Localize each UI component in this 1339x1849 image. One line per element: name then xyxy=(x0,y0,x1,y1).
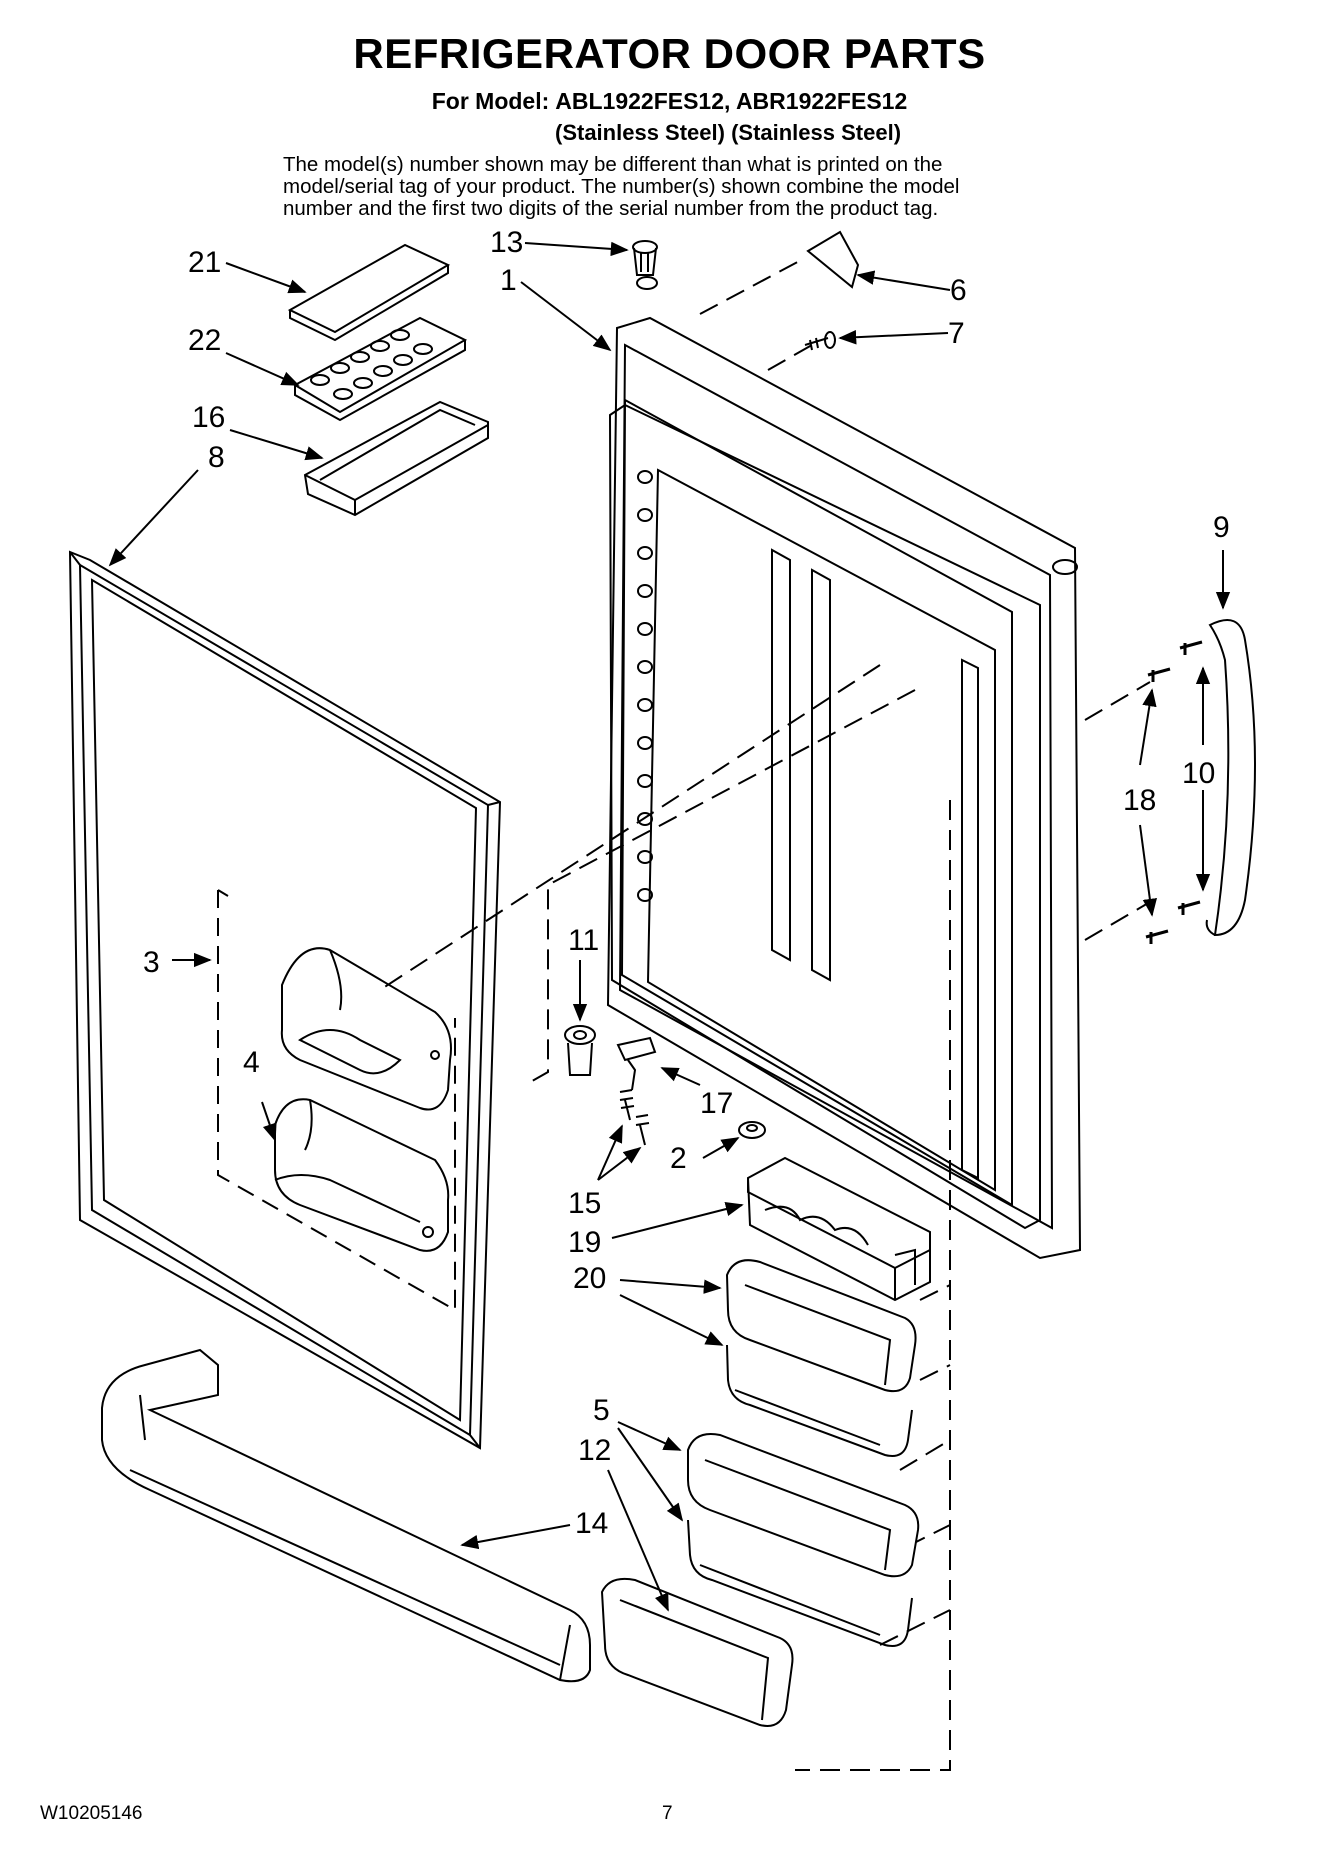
dispenser-group-outline xyxy=(217,890,456,1312)
leader-arrows xyxy=(108,241,1231,1612)
description-line-1: The model(s) number shown may be differe… xyxy=(283,153,943,176)
inner-door-frame xyxy=(606,276,1082,1260)
callout-17: 17 xyxy=(700,1087,733,1120)
callout-9: 9 xyxy=(1213,511,1230,544)
callout-19: 19 xyxy=(568,1226,601,1259)
callout-11: 11 xyxy=(568,924,599,957)
document-number: W10205146 xyxy=(40,1803,143,1824)
door-bin-5-lower xyxy=(687,1519,913,1647)
storage-bin xyxy=(303,400,489,517)
page-title: REFRIGERATOR DOOR PARTS xyxy=(353,30,986,77)
description-line-2: model/serial tag of your product. The nu… xyxy=(283,175,960,198)
callout-4: 4 xyxy=(243,1046,260,1079)
alignment-lines xyxy=(379,257,1151,1771)
egg-tray xyxy=(292,316,468,422)
model-line: For Model:ABL1922FES12, ABR1922FES12 xyxy=(0,88,1339,115)
callout-12: 12 xyxy=(578,1434,611,1467)
washer xyxy=(738,1121,766,1139)
bushing xyxy=(564,1025,596,1076)
egg-tray-cover xyxy=(287,243,451,342)
handle-screws xyxy=(1145,640,1203,944)
bottle-rack xyxy=(746,1156,931,1302)
stop-bracket xyxy=(616,1036,657,1091)
dispenser-tray xyxy=(274,1098,450,1252)
callout-18: 18 xyxy=(1123,784,1156,817)
callout-10: 10 xyxy=(1182,757,1215,790)
small-door-bin xyxy=(600,1577,794,1727)
bracket-screws xyxy=(619,1089,650,1146)
callout-3: 3 xyxy=(143,946,160,979)
door-bin-5-upper xyxy=(687,1433,920,1578)
shelf-clips xyxy=(637,470,653,902)
callout-16: 16 xyxy=(192,401,225,434)
callout-7: 7 xyxy=(948,317,965,350)
callout-21: 21 xyxy=(188,246,221,279)
model-variants: (Stainless Steel) (Stainless Steel) xyxy=(555,120,902,145)
models-label: For Model: xyxy=(431,88,550,114)
label-screw xyxy=(804,331,836,351)
callout-20: 20 xyxy=(573,1262,606,1295)
callout-14: 14 xyxy=(575,1507,608,1540)
callout-13: 13 xyxy=(490,226,523,259)
callout-numbers: 13 1 6 7 21 22 16 8 9 10 18 3 4 11 17 2 … xyxy=(143,226,1230,1540)
description-line-3: number and the first two digits of the s… xyxy=(283,197,939,220)
hinge-cap xyxy=(632,240,658,276)
callout-8: 8 xyxy=(208,441,225,474)
callout-1: 1 xyxy=(500,264,517,297)
dispenser-housing xyxy=(280,947,452,1111)
door-bin-20-lower xyxy=(726,1344,913,1457)
callout-2: 2 xyxy=(670,1142,687,1175)
callout-6: 6 xyxy=(950,274,967,307)
callout-5: 5 xyxy=(593,1394,610,1427)
callout-15: 15 xyxy=(568,1187,601,1220)
large-door-bin xyxy=(101,1348,591,1683)
door-label xyxy=(806,230,860,289)
callout-22: 22 xyxy=(188,324,221,357)
model-numbers: ABL1922FES12, ABR1922FES12 xyxy=(555,88,908,114)
door-bin-20-upper xyxy=(725,1259,917,1393)
door-handle xyxy=(1205,619,1256,937)
page-number: 7 xyxy=(662,1803,673,1824)
model-description: The model(s) number shown may be differe… xyxy=(283,154,1083,220)
